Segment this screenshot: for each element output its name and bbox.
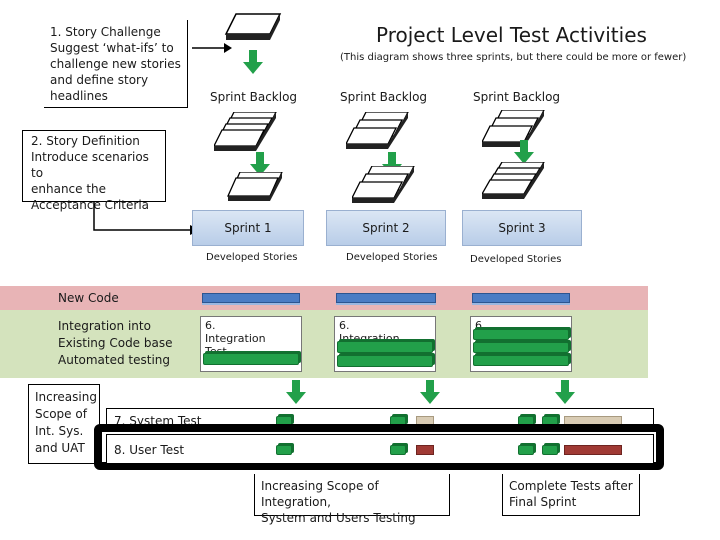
integration-label-line: Integration into — [58, 319, 151, 333]
new-code-bar — [336, 293, 436, 303]
green-down-arrow-icon — [420, 380, 440, 404]
story-definition-line: enhance the — [31, 182, 107, 196]
green-down-arrow-icon — [243, 50, 263, 74]
page-title: Project Level Test Activities — [376, 23, 647, 47]
document-stack-icon — [482, 162, 545, 199]
story-challenge-line: challenge new stories — [50, 57, 181, 71]
user-test-label: 8. User Test — [114, 443, 185, 457]
increasing-scope-line: Int. Sys. — [35, 424, 84, 438]
green-down-arrow-icon — [555, 380, 575, 404]
story-challenge-box: 1. Story Challenge Suggest ‘what-ifs’ to… — [44, 20, 188, 108]
integration-label: Integration into Existing Code base Auto… — [58, 318, 173, 369]
increasing-scope-box: Increasing Scope of Int. Sys. and UAT — [28, 384, 100, 464]
scope-note-line: Increasing Scope of Integration, — [261, 479, 379, 509]
sprint-backlog-label: Sprint Backlog — [340, 90, 428, 104]
green-down-arrow-icon — [514, 140, 534, 164]
page-subtitle: (This diagram shows three sprints, but t… — [340, 52, 687, 63]
complete-tests-note-line: Final Sprint — [509, 495, 577, 509]
integration-test-bar — [203, 353, 299, 365]
sprint-backlog-label: Sprint Backlog — [210, 90, 298, 104]
story-challenge-line: 1. Story Challenge — [50, 25, 161, 39]
green-down-arrow-icon — [250, 152, 270, 176]
user-test-defect-block — [564, 445, 622, 455]
increasing-scope-line: Increasing — [35, 390, 97, 404]
user-test-defect-block — [416, 445, 434, 455]
new-code-label: New Code — [58, 291, 119, 305]
story-definition-box: 2. Story Definition Introduce scenarios … — [22, 130, 166, 212]
integration-label-line: Existing Code base — [58, 336, 173, 350]
developed-stories-label: Developed Stories — [346, 252, 438, 263]
user-test-block — [390, 445, 406, 455]
document-stack-icon — [346, 112, 409, 149]
user-test-block — [276, 445, 292, 455]
story-challenge-line: headlines — [50, 89, 108, 103]
increasing-scope-line: and UAT — [35, 441, 85, 455]
story-challenge-line: and define story — [50, 73, 149, 87]
integration-test-bar — [337, 341, 433, 353]
document-stack-icon — [214, 112, 277, 151]
document-stack-icon — [482, 110, 545, 147]
integration-test-bar — [473, 329, 569, 340]
developed-stories-label: Developed Stories — [206, 252, 298, 263]
sprint-2-box: Sprint 2 — [326, 210, 446, 246]
integration-label-line: Automated testing — [58, 353, 171, 367]
new-code-bar — [472, 293, 570, 303]
story-challenge-line: Suggest ‘what-ifs’ to — [50, 41, 174, 55]
scope-note-box: Increasing Scope of Integration, System … — [254, 474, 450, 525]
integration-test-bar — [337, 355, 433, 367]
new-code-bar — [202, 293, 300, 303]
user-test-block — [542, 445, 558, 455]
story-definition-line: Introduce scenarios to — [31, 150, 149, 180]
document-stack-icon — [352, 166, 415, 203]
sprint-1-box: Sprint 1 — [192, 210, 304, 246]
document-stack-icon — [224, 13, 282, 40]
system-test-row — [106, 408, 654, 427]
green-down-arrow-icon — [286, 380, 306, 404]
integration-test-bar — [473, 342, 569, 353]
scope-note-line: System and Users Testing — [261, 511, 416, 525]
developed-stories-label: Developed Stories — [470, 254, 562, 265]
sprint-backlog-label: Sprint Backlog — [473, 90, 561, 104]
arrow-right-icon — [192, 43, 232, 53]
document-stack-icon — [226, 172, 283, 201]
user-test-block — [518, 445, 534, 455]
integration-test-bar — [473, 355, 569, 366]
increasing-scope-line: Scope of — [35, 407, 87, 421]
story-definition-line: Acceptance Criteria — [31, 198, 150, 212]
elbow-arrow-icon — [93, 202, 200, 235]
user-test-row — [106, 434, 654, 464]
sprint-3-box: Sprint 3 — [462, 210, 582, 246]
complete-tests-note-box: Complete Tests after Final Sprint — [502, 474, 640, 516]
story-definition-line: 2. Story Definition — [31, 134, 140, 148]
complete-tests-note-line: Complete Tests after — [509, 479, 633, 493]
user-test-highlight-frame — [94, 424, 664, 470]
